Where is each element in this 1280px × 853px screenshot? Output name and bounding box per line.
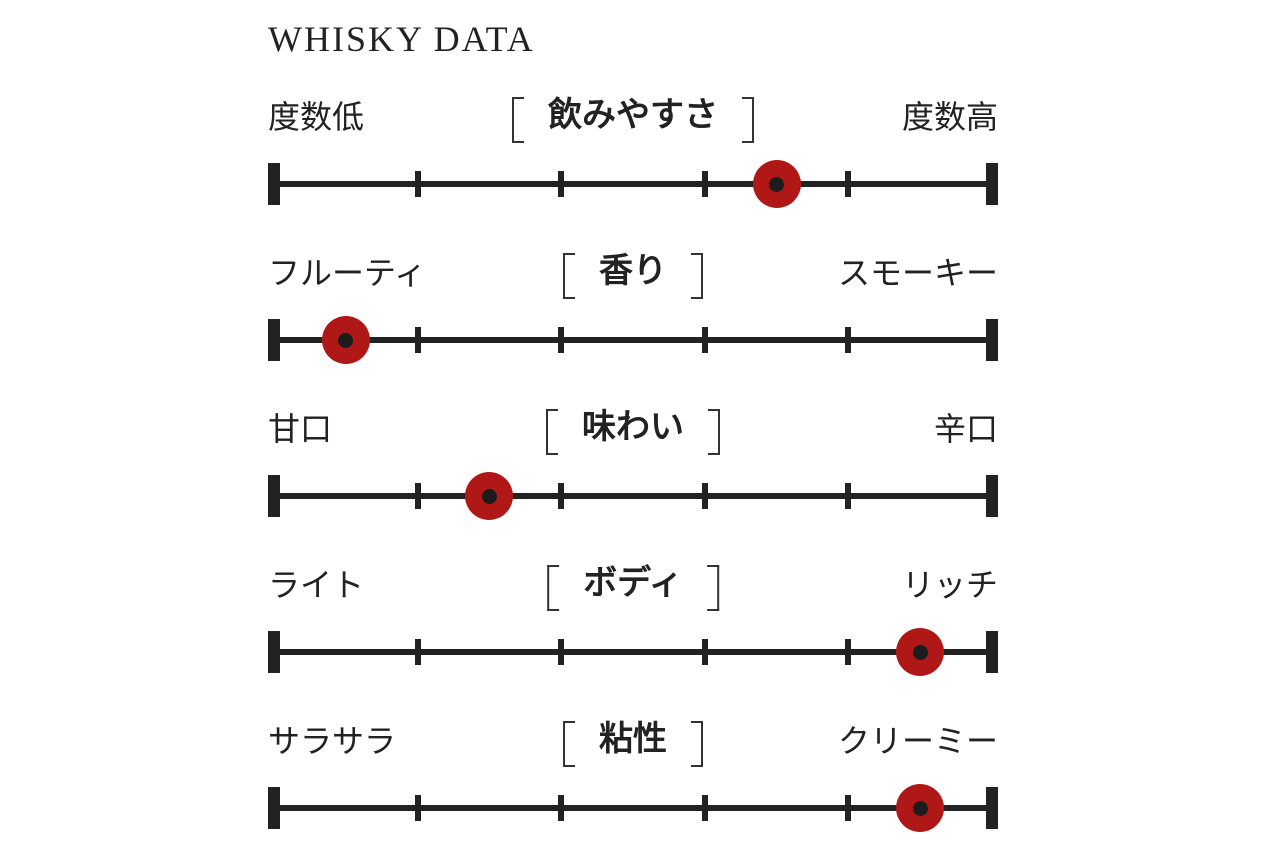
scale-right-label: 度数高 — [901, 98, 998, 136]
scale-heading: ボディ — [547, 555, 719, 611]
scale-end-cap-left — [268, 631, 280, 673]
scale-row: フルーティ 香り スモーキー — [268, 251, 998, 381]
scale-right-label: 辛口 — [933, 410, 998, 448]
scale-line — [274, 337, 992, 343]
scale-heading: 飲みやすさ — [512, 87, 754, 143]
scale-tick — [701, 171, 708, 197]
scale-marker — [896, 628, 945, 676]
marker-dot — [912, 800, 928, 816]
scale-left-label: 甘口 — [268, 410, 333, 448]
scale-right-label: リッチ — [901, 566, 998, 604]
scale-left-label: ライト — [268, 566, 365, 604]
marker-dot — [912, 644, 928, 660]
scale-end-cap-right — [986, 319, 998, 361]
close-bracket — [691, 721, 703, 767]
scale-end-cap-right — [986, 787, 998, 829]
scale-tick — [558, 795, 565, 821]
scale-end-cap-right — [986, 163, 998, 205]
scale-heading: 粘性 — [563, 711, 703, 767]
scale-row: サラサラ 粘性 クリーミー — [268, 719, 998, 849]
marker-dot — [338, 332, 354, 348]
close-bracket — [708, 409, 720, 455]
marker-dot — [769, 176, 785, 192]
open-bracket — [547, 565, 560, 611]
scale-tick — [845, 171, 852, 197]
scale-end-cap-right — [986, 631, 998, 673]
scale-bar — [268, 784, 998, 832]
scale-heading: 香り — [563, 243, 703, 299]
scale-heading-text: 味わい — [582, 407, 684, 447]
scale-line — [274, 493, 992, 499]
scale-end-cap-right — [986, 475, 998, 517]
scale-marker — [896, 784, 945, 832]
scale-tick — [558, 327, 565, 353]
scale-tick — [845, 483, 852, 509]
scale-left-label: サラサラ — [268, 722, 397, 760]
scale-tick — [558, 171, 565, 197]
scale-marker — [321, 316, 370, 364]
scale-end-cap-left — [268, 787, 280, 829]
scale-tick — [845, 327, 852, 353]
open-bracket — [563, 721, 575, 767]
close-bracket — [742, 97, 754, 143]
scale-tick — [414, 171, 421, 197]
scale-heading-text: ボディ — [583, 563, 683, 603]
scale-row: 甘口 味わい 辛口 — [268, 407, 998, 537]
scale-end-cap-left — [268, 319, 280, 361]
open-bracket — [546, 409, 558, 455]
scale-marker — [465, 472, 514, 520]
scale-marker — [752, 160, 801, 208]
scale-bar — [268, 628, 998, 676]
scale-left-label: 度数低 — [268, 98, 365, 136]
close-bracket — [706, 565, 719, 611]
scale-bar — [268, 316, 998, 364]
open-bracket — [512, 97, 524, 143]
scale-end-cap-left — [268, 475, 280, 517]
scale-tick — [845, 795, 852, 821]
scale-tick — [558, 639, 565, 665]
scale-tick — [701, 327, 708, 353]
scale-line — [274, 805, 992, 811]
scale-tick — [414, 483, 421, 509]
scale-heading: 味わい — [546, 399, 720, 455]
scale-heading-text: 粘性 — [599, 719, 667, 759]
close-bracket — [691, 253, 703, 299]
page-title: WHISKY DATA — [268, 19, 535, 59]
scale-row: ライト ボディ リッチ — [268, 563, 998, 693]
scale-tick — [414, 795, 421, 821]
scale-bar — [268, 160, 998, 208]
scale-tick — [701, 483, 708, 509]
open-bracket — [563, 253, 575, 299]
scale-tick — [701, 639, 708, 665]
scale-tick — [414, 327, 421, 353]
scale-left-label: フルーティ — [268, 254, 427, 292]
scale-tick — [845, 639, 852, 665]
scale-heading-text: 飲みやすさ — [548, 95, 718, 135]
scale-heading-text: 香り — [599, 251, 667, 291]
scale-tick — [414, 639, 421, 665]
scale-tick — [701, 795, 708, 821]
scale-right-label: スモーキー — [837, 254, 998, 292]
scale-line — [274, 181, 992, 187]
scale-tick — [558, 483, 565, 509]
scale-line — [274, 649, 992, 655]
scale-bar — [268, 472, 998, 520]
marker-dot — [481, 488, 497, 504]
scale-row: 度数低 飲みやすさ 度数高 — [268, 95, 998, 225]
scale-right-label: クリーミー — [837, 722, 998, 760]
scale-end-cap-left — [268, 163, 280, 205]
